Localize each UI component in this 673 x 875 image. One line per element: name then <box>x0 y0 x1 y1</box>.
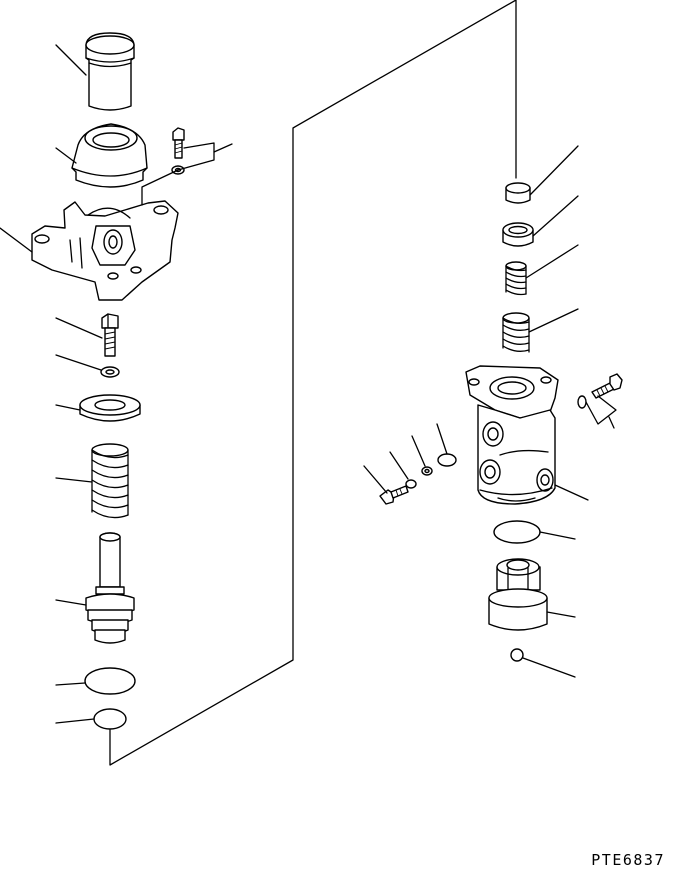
part-piston-plunger <box>86 533 134 643</box>
leader-line <box>437 424 447 454</box>
leader-line <box>56 405 80 410</box>
leader-line <box>530 146 578 195</box>
leader-line <box>56 478 92 482</box>
part-bushing-large <box>503 223 533 246</box>
leader-line <box>56 45 86 75</box>
part-valve-body <box>466 366 558 504</box>
part-spring-seat <box>80 395 140 421</box>
leader-line <box>142 143 214 205</box>
leader-line <box>547 612 575 617</box>
part-spring-large <box>92 444 128 518</box>
leader-line <box>540 532 575 539</box>
leader-line <box>609 417 614 428</box>
part-spring-small <box>506 262 526 295</box>
leader-line <box>555 485 588 500</box>
diagram-code-label: PTE6837 <box>591 851 665 869</box>
part-valve-piston <box>489 559 547 630</box>
leader-line <box>412 436 425 466</box>
leader-line <box>586 396 616 424</box>
part-port-gasket <box>438 454 456 466</box>
part-o-ring-small <box>94 709 126 729</box>
leader-line <box>56 355 101 370</box>
part-dust-boot <box>72 124 147 187</box>
part-port-bolt <box>380 486 408 504</box>
leader-line <box>529 309 578 332</box>
leader-line <box>526 245 578 278</box>
part-bracket-bolt <box>173 128 184 158</box>
part-flange-bolt <box>592 374 622 398</box>
part-flange-washer <box>578 396 586 408</box>
part-o-ring-large <box>85 668 135 694</box>
part-mounting-bracket <box>32 201 178 300</box>
leader-line <box>56 600 86 605</box>
part-port-washer <box>422 467 432 475</box>
leader-line <box>390 452 408 479</box>
leader-line <box>56 683 85 685</box>
part-hex-bolt <box>102 314 118 356</box>
leader-line <box>533 196 578 236</box>
leader-line <box>0 228 32 252</box>
part-o-ring-right <box>494 521 540 543</box>
part-cap <box>86 33 134 110</box>
part-spring-medium <box>503 313 529 352</box>
leader-line <box>364 466 387 493</box>
part-bushing-small <box>506 183 530 203</box>
assembly-connector-line <box>110 0 516 765</box>
leader-line <box>214 144 232 152</box>
part-ball <box>511 649 523 661</box>
part-washer <box>101 367 119 377</box>
leader-line <box>56 318 102 338</box>
part-port-ring <box>406 480 416 488</box>
leader-line <box>56 719 94 723</box>
leader-line <box>523 658 575 677</box>
leader-line <box>56 148 76 163</box>
